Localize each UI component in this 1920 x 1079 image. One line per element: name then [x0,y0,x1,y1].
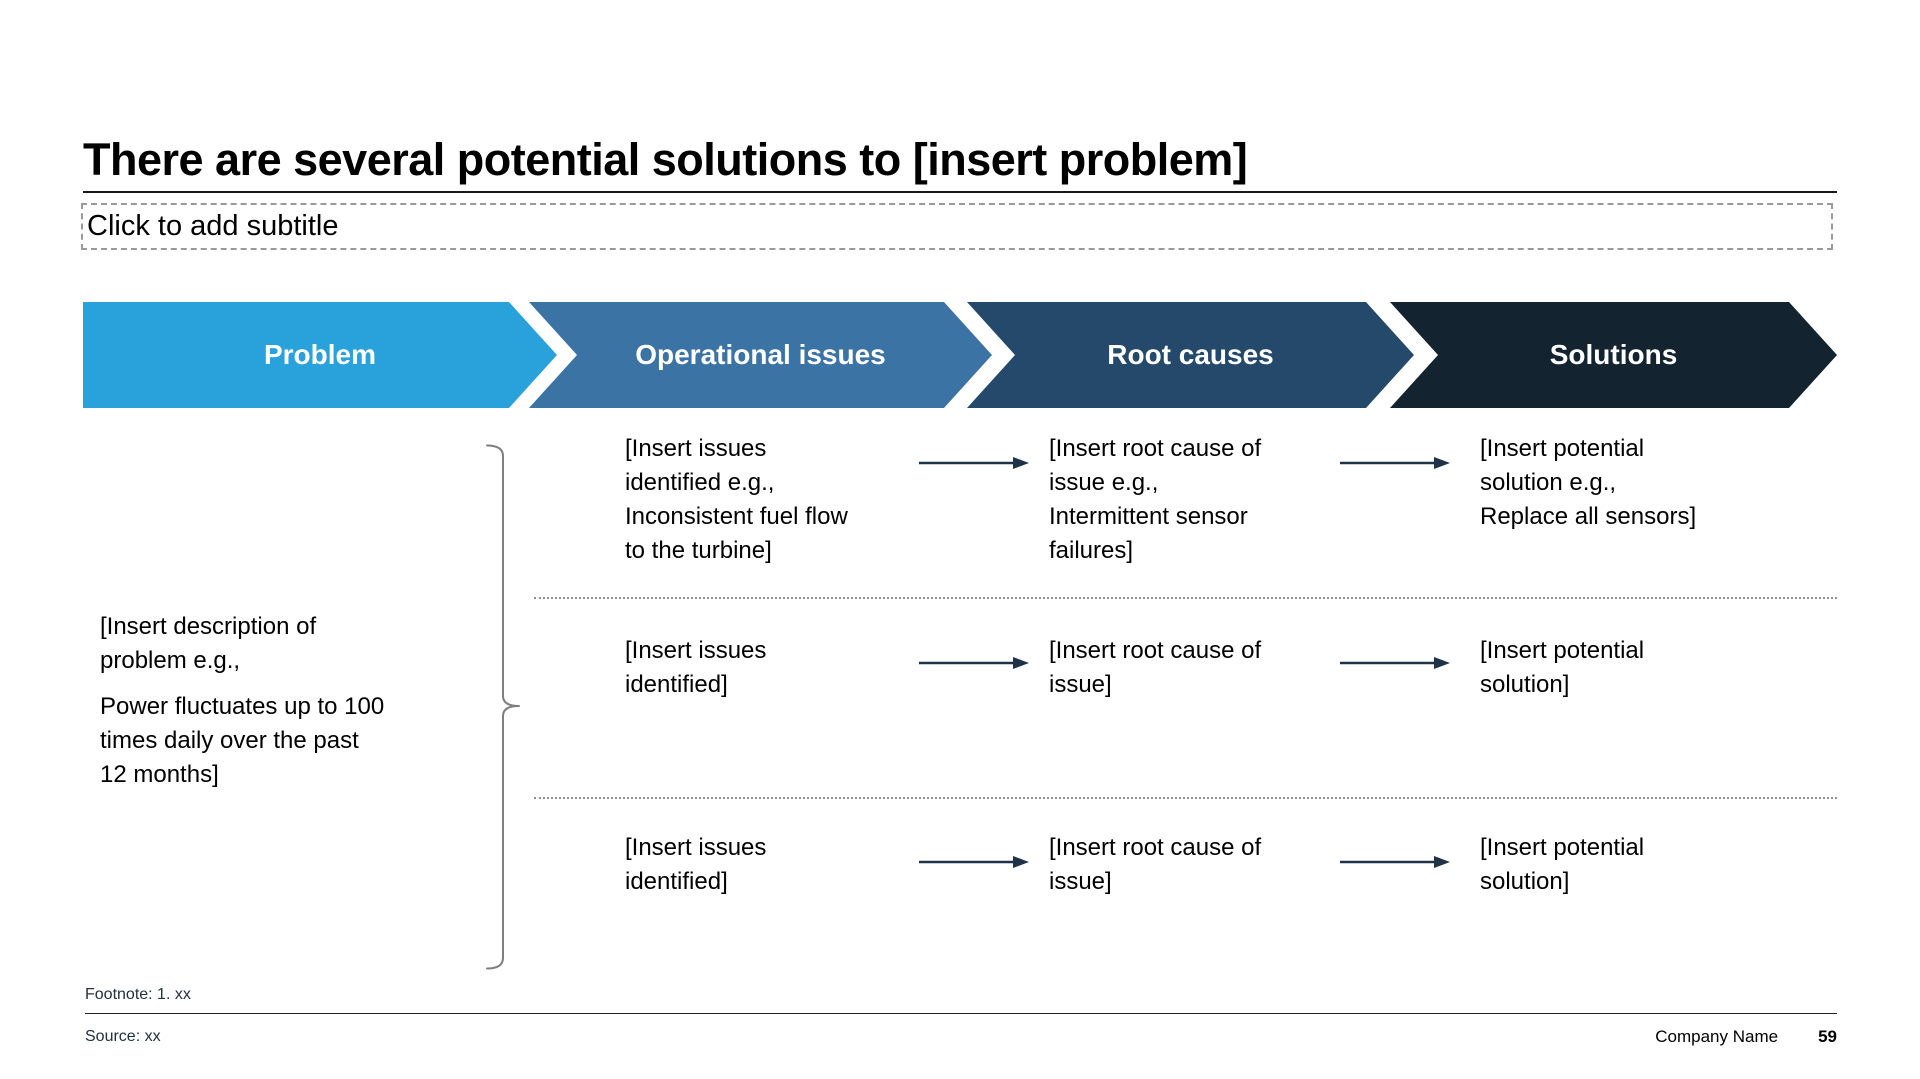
title-divider [83,191,1837,193]
chevron-step-problem[interactable]: Problem [83,302,557,408]
curly-brace-icon [486,444,520,970]
issue-cell-row3: [Insert issues identified] [625,834,767,895]
page-number: 59 [1818,1027,1837,1046]
chevron-step-operational-issues[interactable]: Operational issues [529,302,992,408]
company-name: Company Name [1655,1027,1779,1046]
issue-cell-row2: [Insert issues identified] [625,637,767,698]
source-text: Source: xx [85,1028,161,1045]
solution-cell-row3: [Insert potential solution] [1480,834,1645,895]
solution-cell-row2: [Insert potential solution] [1480,637,1645,698]
flow-arrow-icon [919,457,1029,469]
subtitle-placeholder[interactable]: Click to add subtitle [81,203,1833,250]
row-separator [534,797,1837,799]
chevron-label: Root causes [1107,339,1274,370]
root-cause-cell-row1: [Insert root cause of issue e.g., Interm… [1049,435,1262,564]
flow-arrow-icon [1340,657,1450,669]
root-cause-cell-row3: [Insert root cause of issue] [1049,834,1262,895]
chevron-label: Problem [263,339,377,370]
chevron-label: Solutions [1549,339,1678,370]
issue-cell-row1: [Insert issues identified e.g., Inconsis… [625,435,848,564]
subtitle-placeholder-text: Click to add subtitle [87,210,339,242]
footer-divider [85,1013,1837,1014]
problem-description-para2: Power fluctuates up to 100 times daily o… [100,693,385,788]
problem-description[interactable]: [Insert description of problem e.g., Pow… [100,610,472,804]
flow-arrow-icon [919,856,1029,868]
flow-arrow-icon [919,657,1029,669]
solution-cell-row1: [Insert potential solution e.g., Replace… [1480,435,1697,530]
footnote-text: Footnote: 1. xx [85,986,191,1003]
chevron-step-solutions[interactable]: Solutions [1390,302,1837,408]
root-cause-cell-row2: [Insert root cause of issue] [1049,637,1262,698]
chevron-step-root-causes[interactable]: Root causes [967,302,1414,408]
chevron-label: Operational issues [635,339,886,370]
problem-description-para1: [Insert description of problem e.g., [100,613,317,674]
flow-arrow-icon [1340,856,1450,868]
row-separator [534,597,1837,599]
slide-title[interactable]: There are several potential solutions to… [83,134,1248,186]
footer-right: Company Name 59 [1655,1027,1837,1047]
flow-arrow-icon [1340,457,1450,469]
